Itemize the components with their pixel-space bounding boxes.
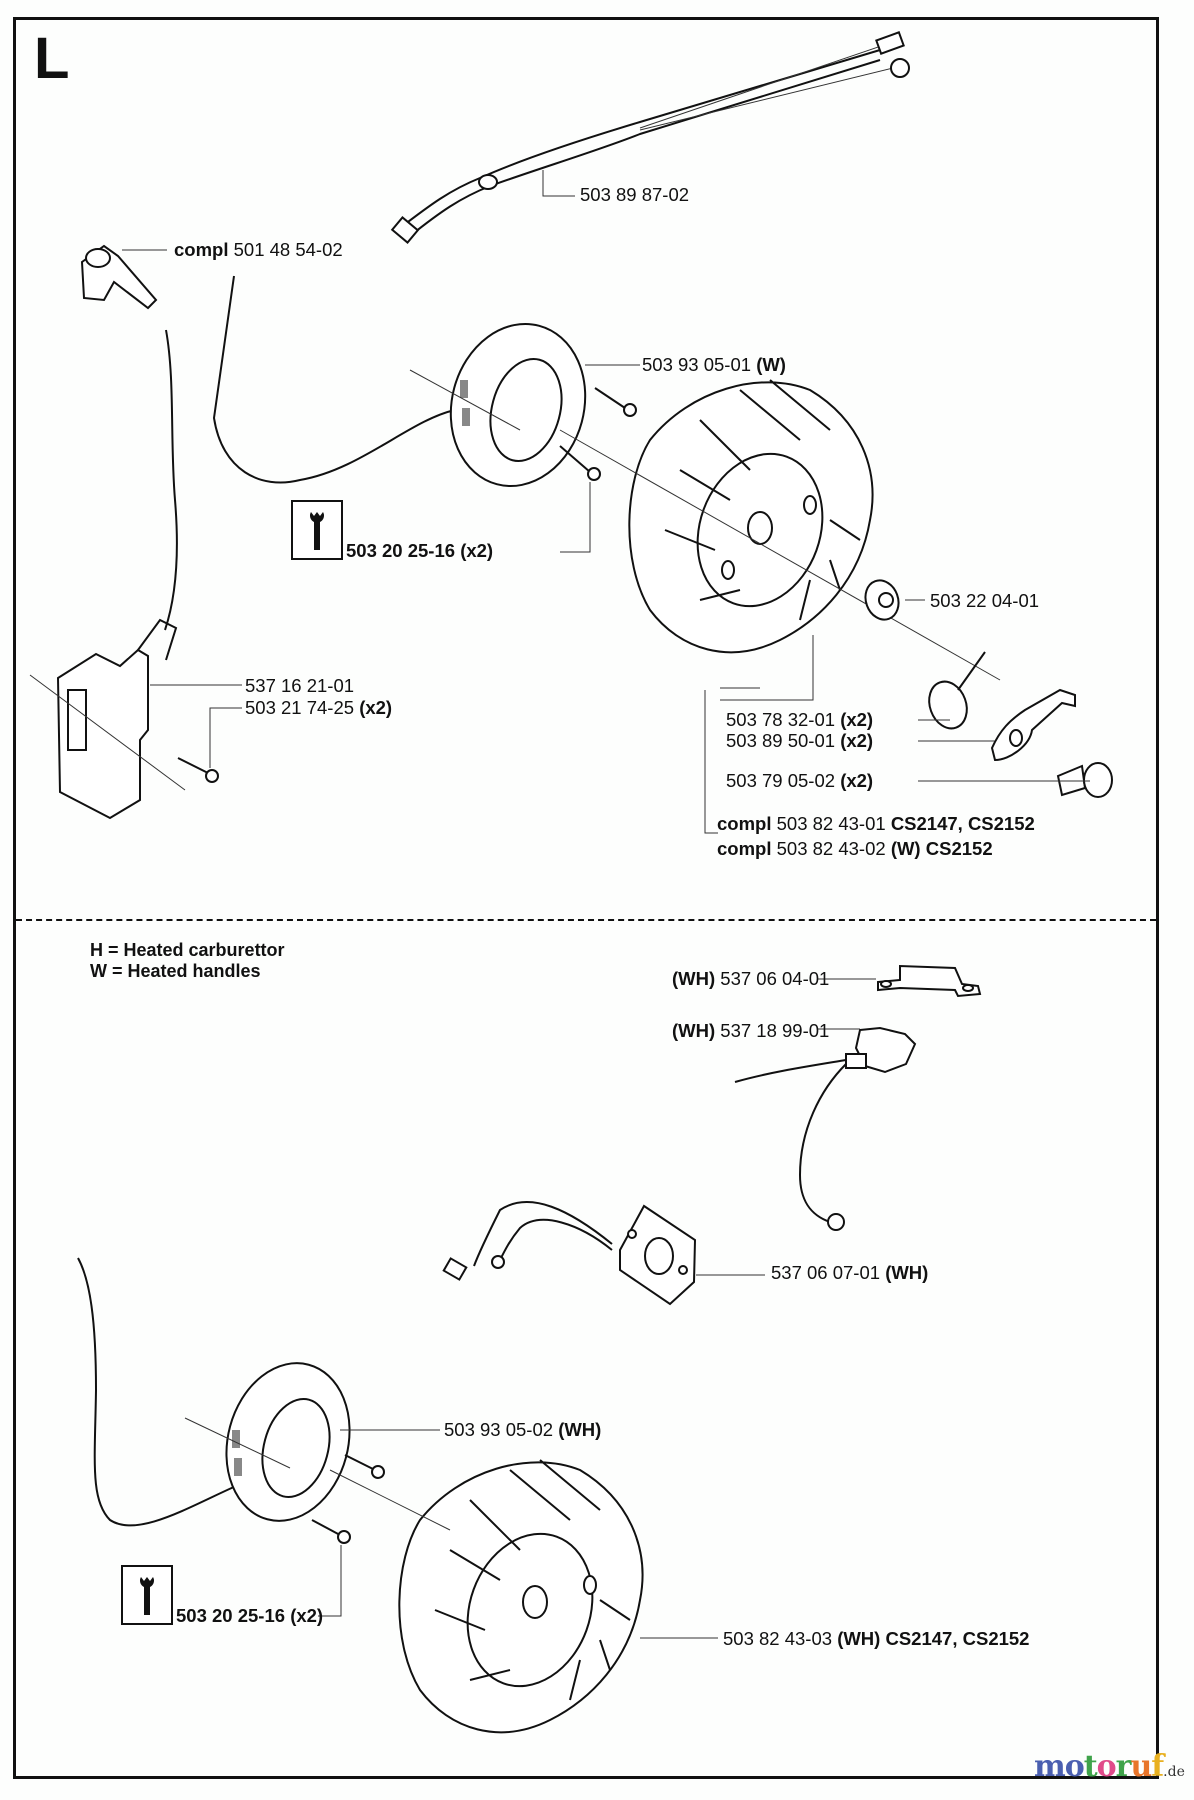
watermark-tld: .de: [1163, 1764, 1185, 1780]
label-ignition-module: 537 16 21-01: [245, 675, 355, 696]
flywheel-drawing-lower: [329, 1459, 718, 1734]
flywheel-nut-drawing: [864, 579, 925, 621]
coil-lead-drawing: [212, 275, 456, 484]
watermark-letter: u: [1130, 1749, 1152, 1784]
wire-harness-drawing: [390, 31, 910, 244]
heater-plate-drawing: [442, 1201, 765, 1306]
label-spark-cap: compl 501 48 54-02: [174, 239, 343, 260]
label-thermostat: (WH) 537 18 99-01: [672, 1020, 830, 1041]
ht-lead-drawing: [164, 329, 178, 631]
label-flywheel-2: compl 503 82 43-02 (W) CS2152: [717, 838, 993, 859]
tool-box-upper: [291, 500, 343, 560]
watermark-letter: t: [1083, 1749, 1098, 1784]
diagram-frame: [13, 17, 1159, 1779]
label-stator-wh: 503 93 05-02 (WH): [444, 1419, 602, 1440]
pawl-assembly-drawing: [704, 651, 1113, 834]
label-stator-screw-top: 503 20 25-16 (x2): [346, 540, 494, 561]
watermark-text: motoruf: [1034, 1749, 1164, 1784]
label-pawl: 503 89 50-01 (x2): [726, 730, 874, 751]
label-pawl-bolt: 503 79 05-02 (x2): [726, 770, 874, 791]
label-stator-w: 503 93 05-01 (W): [642, 354, 786, 375]
legend-heated-handles: W = Heated handles: [90, 961, 261, 981]
watermark-letter: m: [1034, 1749, 1066, 1784]
label-module-screw: 503 21 74-25 (x2): [245, 697, 393, 718]
watermark-letter: f: [1151, 1749, 1164, 1784]
stator-screws-upper: [559, 387, 637, 553]
stator-drawing-upper: [409, 322, 640, 488]
label-bracket: (WH) 537 06 04-01: [672, 968, 830, 989]
stator-drawing-lower: [184, 1362, 440, 1617]
coil-lead-drawing-lower: [77, 1257, 251, 1527]
bracket-drawing: [818, 964, 982, 998]
label-flywheel-wh: 503 82 43-03 (WH) CS2147, CS2152: [723, 1628, 1030, 1649]
label-stator-screw-bottom: 503 20 25-16 (x2): [176, 1605, 324, 1626]
watermark-letter: o: [1064, 1749, 1085, 1784]
label-flywheel-1: compl 503 82 43-01 CS2147, CS2152: [717, 813, 1035, 834]
legend: H = Heated carburettor W = Heated handle…: [90, 940, 285, 982]
watermark-logo: motoruf.de: [1034, 1752, 1185, 1782]
wrench-icon: [310, 512, 324, 550]
watermark-letter: r: [1115, 1749, 1132, 1784]
spark-plug-cap-drawing: [80, 244, 167, 310]
ignition-module-drawing: [29, 618, 242, 820]
tool-box-lower: [121, 1565, 173, 1625]
flywheel-drawing-upper: [559, 379, 1001, 701]
label-nut: 503 22 04-01: [930, 590, 1040, 611]
section-letter: L: [34, 26, 70, 91]
legend-heated-carburettor: H = Heated carburettor: [90, 940, 285, 960]
label-spring: 503 78 32-01 (x2): [726, 709, 874, 730]
label-harness: 503 89 87-02: [580, 184, 690, 205]
label-heater-plate: 537 06 07-01 (WH): [771, 1262, 929, 1283]
thermostat-drawing: [734, 1026, 917, 1231]
watermark-letter: o: [1096, 1749, 1117, 1784]
wrench-icon: [140, 1577, 154, 1615]
section-divider: [16, 919, 1156, 921]
